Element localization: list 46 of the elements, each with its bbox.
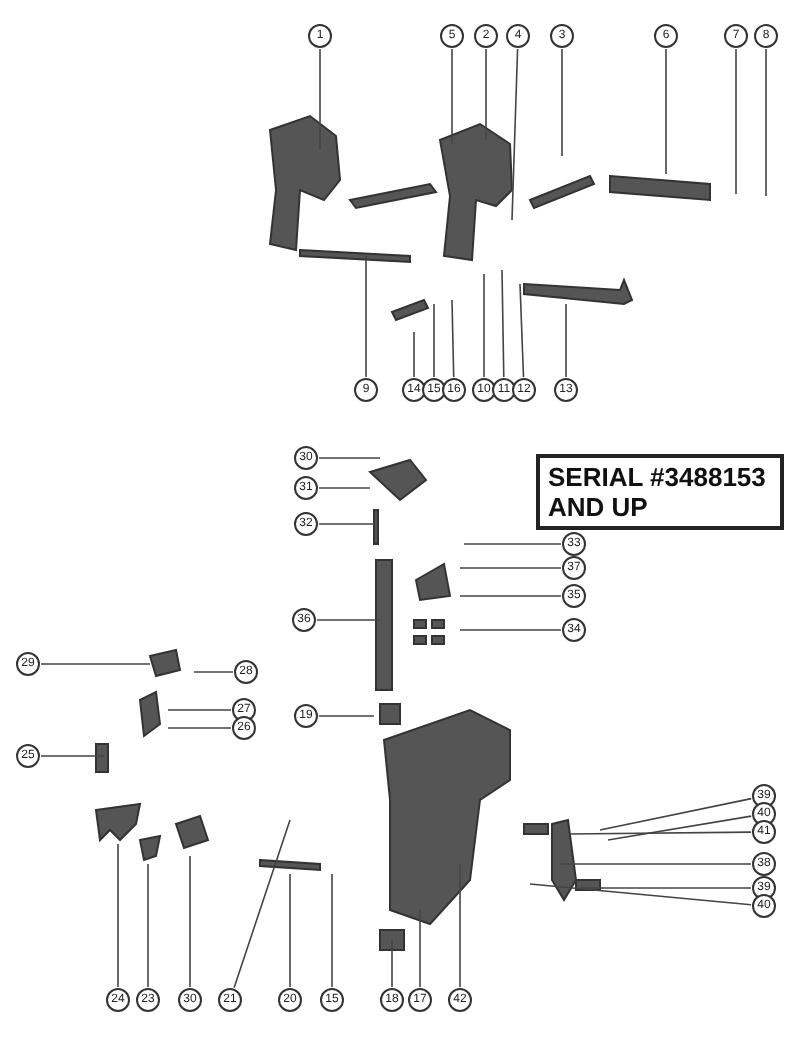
leader-line (561, 48, 563, 157)
leader-line (459, 863, 461, 988)
leader-line (565, 303, 567, 378)
leader-line (433, 303, 435, 378)
leader-line (289, 873, 291, 988)
leader-line (485, 48, 487, 141)
leader-line (419, 909, 421, 988)
leader-line (167, 727, 232, 729)
leader-line (318, 523, 377, 525)
leader-line (459, 567, 562, 569)
leader-line (459, 595, 562, 597)
leader-line (579, 887, 752, 889)
leader-line (189, 855, 191, 988)
leader-line (459, 629, 562, 631)
leader-line (511, 48, 519, 221)
leader-line (40, 663, 151, 665)
leader-line (365, 255, 367, 378)
leader-line (413, 331, 415, 378)
leader-line (483, 273, 485, 378)
leader-line (316, 619, 381, 621)
leader-line (391, 939, 393, 988)
leader-line (599, 797, 753, 831)
leader-line (167, 709, 232, 711)
leader-line (519, 283, 525, 378)
leader-line (607, 815, 752, 841)
leader-line (318, 457, 381, 459)
leader-line (233, 819, 291, 989)
leader-line (40, 755, 105, 757)
serial-note: SERIAL #3488153 AND UP (536, 454, 784, 530)
leader-line (735, 48, 737, 195)
leader-line (331, 873, 333, 988)
leader-line (117, 843, 119, 988)
leader-line (463, 543, 562, 545)
leader-line (318, 715, 375, 717)
leader-line (451, 299, 455, 378)
leader-line (529, 883, 752, 906)
leader-line (319, 48, 321, 151)
leader-line (451, 48, 453, 145)
leader-line (318, 487, 371, 489)
leader-line (765, 48, 767, 197)
leader-line (559, 863, 752, 865)
leader-line (193, 671, 234, 673)
leader-line (501, 269, 505, 378)
leader-line (569, 831, 752, 835)
leader-line (665, 48, 667, 175)
leader-line (147, 863, 149, 988)
